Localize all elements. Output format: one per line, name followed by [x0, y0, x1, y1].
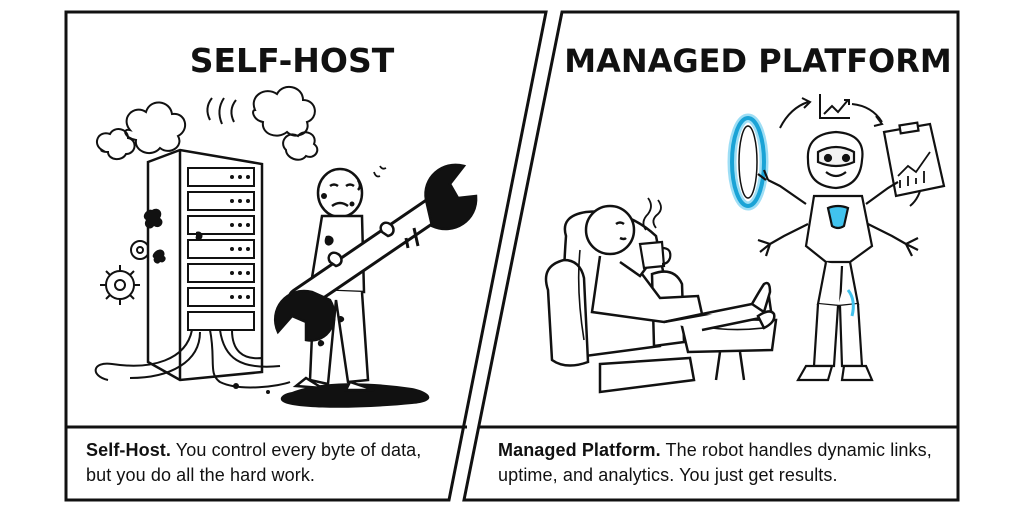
wrench-icon — [274, 163, 478, 342]
coffee-mug-icon — [638, 197, 672, 270]
robot-figure — [757, 130, 919, 382]
right-panel-frame — [462, 10, 960, 502]
left-panel-caption: Self-Host. You control every byte of dat… — [86, 438, 436, 488]
right-caption-text: The robot handles dynamic links, uptime,… — [498, 440, 932, 485]
server-rack-icon — [94, 148, 291, 389]
clipboard-chart-icon — [882, 121, 946, 198]
left-panel-frame — [64, 10, 548, 502]
left-caption-bold: Self-Host. — [86, 440, 172, 460]
left-caption-text: You control every byte of data, but you … — [86, 440, 422, 485]
oil-puddle — [233, 383, 430, 408]
relaxed-person-figure — [584, 204, 776, 332]
right-panel-caption: Managed Platform. The robot handles dyna… — [498, 438, 958, 488]
right-panel-title: MANAGED PLATFORM — [564, 42, 951, 80]
line-chart-icon — [819, 94, 850, 119]
portal-ring — [727, 113, 769, 211]
gear-icon — [100, 240, 150, 305]
left-panel-title: SELF-HOST — [190, 41, 395, 80]
smoke-cloud-icon — [95, 85, 319, 161]
right-caption-bold: Managed Platform. — [498, 440, 661, 460]
